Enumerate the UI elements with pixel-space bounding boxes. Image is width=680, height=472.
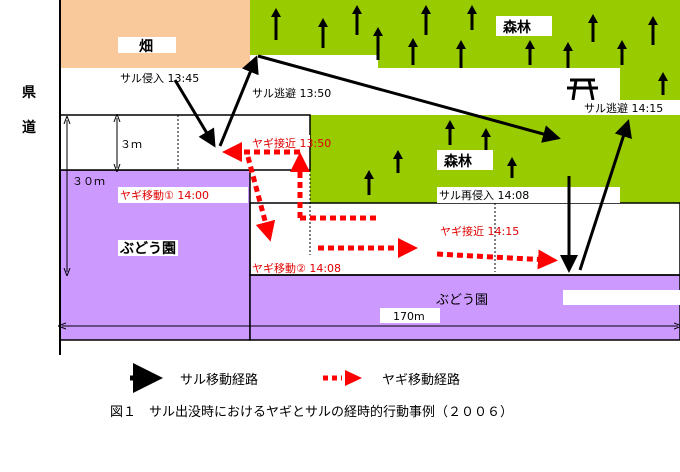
event-goat-approach-2: ヤギ接近 14:15	[440, 225, 519, 238]
tree-icon	[648, 16, 658, 45]
legend-goat-label: ヤギ移動経路	[382, 372, 460, 388]
event-goat-move-1: ヤギ移動① 14:00	[120, 188, 209, 202]
goat-paths	[222, 142, 558, 270]
tree-icon	[563, 42, 573, 68]
tree-icon	[588, 14, 598, 42]
dim-3m-label: ３ｍ	[120, 138, 142, 151]
event-goat-approach-1: ヤギ接近 13:50	[252, 137, 331, 150]
tree-icon	[318, 18, 328, 48]
field-label: 畑	[138, 39, 153, 55]
tree-icon	[352, 5, 362, 35]
tree-icon	[456, 40, 466, 68]
road-label-1: 県	[22, 85, 36, 101]
monkey-paths	[173, 54, 632, 273]
picnic-table-icon	[567, 78, 598, 101]
legend-monkey: サル移動経路	[130, 363, 258, 393]
event-monkey-reintrude: サル再侵入 14:08	[439, 189, 529, 202]
tree-icon	[445, 120, 455, 145]
tree-icon	[467, 5, 477, 30]
tree-icons	[271, 5, 668, 195]
event-monkey-intrude: サル侵入 13:45	[120, 72, 199, 85]
tree-icon	[408, 38, 418, 65]
vineyard-bottom-label: ぶどう園	[436, 293, 488, 308]
tree-icon	[617, 40, 627, 65]
field-area	[60, 0, 250, 68]
vineyard-left-label: ぶどう園	[119, 241, 176, 257]
figure-caption: 図１ サル出没時におけるヤギとサルの経時的行動事例（２００６）	[110, 404, 513, 420]
legend-monkey-label: サル移動経路	[180, 372, 258, 388]
road-label-2: 道	[22, 119, 36, 136]
event-monkey-escape-1: サル逃避 13:50	[252, 86, 331, 100]
tree-icon	[271, 8, 281, 40]
event-monkey-escape-2: サル逃避 14:15	[584, 101, 663, 115]
dim-170m-label: 170m	[393, 310, 425, 323]
forest-mid-label: 森林	[444, 153, 472, 170]
tree-icon	[525, 40, 535, 65]
tree-icon	[658, 72, 668, 95]
tree-icon	[373, 27, 383, 60]
forest-top-label: 森林	[503, 19, 531, 36]
tree-icon	[507, 157, 517, 178]
tree-icon	[364, 170, 374, 195]
tree-icon	[421, 5, 431, 35]
strip-3m	[59, 114, 311, 171]
tree-icon	[393, 150, 403, 173]
legend-goat: ヤギ移動経路	[323, 370, 460, 388]
tree-icon	[481, 128, 491, 150]
dim-30m-label: ３０ｍ	[72, 175, 105, 188]
event-goat-move-2: ヤギ移動② 14:08	[252, 261, 341, 275]
